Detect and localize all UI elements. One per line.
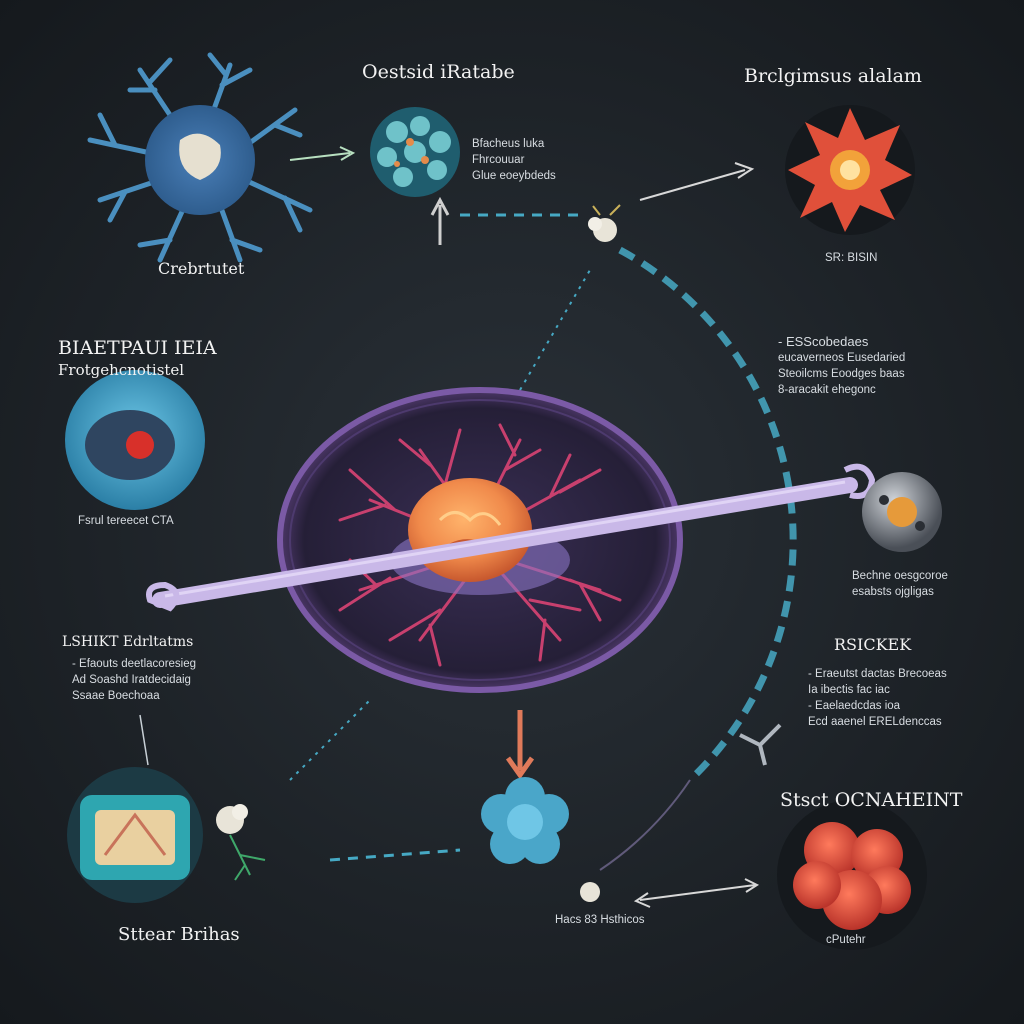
red-cluster-icon	[785, 105, 915, 235]
cell-icon	[65, 370, 205, 510]
flower-icon	[216, 804, 266, 881]
block-icon	[67, 767, 203, 903]
list-item: - Eaelaedcdas ioa	[808, 700, 901, 712]
bottom-right-caption: cPutehr	[826, 934, 866, 946]
top-center-title: Oestsid iRatabe	[362, 61, 515, 83]
list-item: Glue eoeybdeds	[472, 170, 556, 182]
orbit-arc	[618, 246, 797, 783]
list-item: Ssaae Boechoaa	[72, 690, 160, 702]
lower-right-title: RSICKEK	[834, 635, 912, 654]
axon-rod	[146, 463, 876, 612]
bottom-left-caption: Sttear Brihas	[118, 924, 240, 945]
sphere-icon	[862, 472, 942, 552]
top-right-caption: SR: BISIN	[825, 252, 878, 264]
list-item: Steoilcms Eoodges baas	[778, 368, 905, 380]
top-left-caption: Crebrtutet	[158, 259, 245, 278]
list-item: - Efaouts deetlacoresieg	[72, 658, 197, 670]
right-sphere-caption: Bechne oesgcoroe esabsts ojgligas	[852, 568, 948, 600]
list-item: Fhrcouuar	[472, 154, 525, 166]
bottom-right-title: Stsct OCNAHEINT	[780, 789, 963, 811]
neuron-icon	[87, 52, 313, 263]
list-item: 8-aracakit ehegonc	[778, 384, 876, 396]
blue-flower-icon	[481, 777, 569, 864]
mid-left-subtitle: Frotgehcnotistel	[58, 361, 185, 379]
list-item: esabsts ojgligas	[852, 586, 934, 598]
organelle-icon	[370, 107, 460, 197]
bottom-center-caption: Hacs 83 Hsthicos	[555, 914, 645, 926]
flower-icon	[588, 204, 621, 242]
red-blob-icon	[777, 800, 927, 950]
list-item: Bechne oesgcoroe	[852, 570, 948, 582]
list-item: Bfacheus luka	[472, 138, 545, 150]
nucleus	[408, 478, 532, 582]
list-item: Ecd aaenel ERELdenccas	[808, 716, 942, 728]
lower-right-list: - Eraeutst dactas Brecoeas Ia ibectis fa…	[808, 666, 947, 730]
mid-left-title: BIAETPAUI IEIA	[58, 337, 217, 359]
list-item: - ESScobedaes	[778, 334, 869, 349]
orbit-arc-lower	[599, 779, 691, 871]
mid-right-list: - ESScobedaes eucaverneos Eusedaried Ste…	[778, 334, 905, 398]
lower-left-title: LSHIKT Edrltatms	[62, 634, 194, 650]
list-item: Ia ibectis fac iac	[808, 684, 890, 696]
top-right-title: Brclgimsus alalam	[744, 65, 922, 87]
flower-icon	[739, 723, 782, 766]
list-item: - Eraeutst dactas Brecoeas	[808, 668, 947, 680]
mid-left-caption: Fsrul tereecet CTA	[78, 515, 174, 527]
top-center-list: Bfacheus luka Fhrcouuar Glue eoeybdeds	[472, 136, 556, 184]
list-item: Ad Soashd Iratdecidaig	[72, 674, 191, 686]
list-item: eucaverneos Eusedaried	[778, 352, 906, 364]
lower-left-list: - Efaouts deetlacoresieg Ad Soashd Iratd…	[72, 656, 196, 704]
flower-icon	[580, 882, 600, 902]
